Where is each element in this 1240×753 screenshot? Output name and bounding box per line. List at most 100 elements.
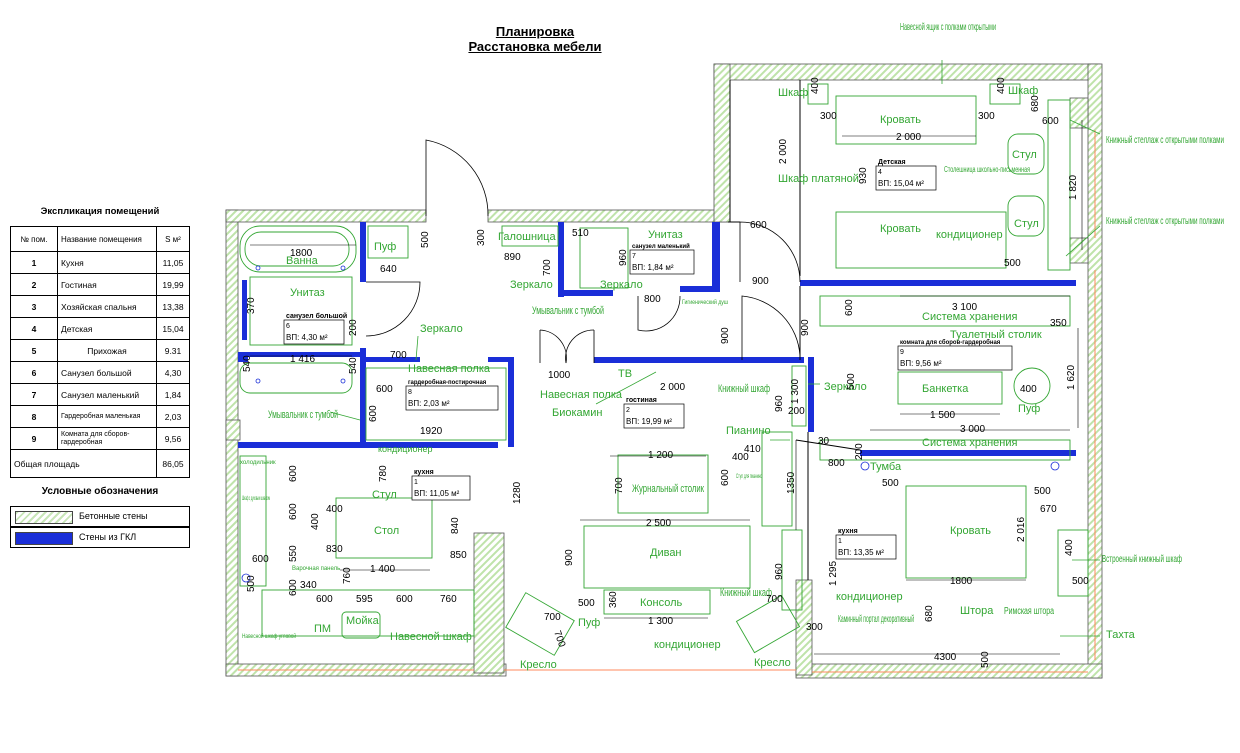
dim: 900 [752, 276, 769, 287]
dim: 700 [544, 612, 561, 623]
gkl-small-bath-bottom-r [680, 286, 720, 292]
dim: 4300 [934, 652, 957, 663]
dim: 360 [608, 591, 619, 608]
dim: 2 016 [1016, 517, 1027, 542]
dim: 840 [450, 517, 461, 534]
dim: 500 [1004, 258, 1021, 269]
stamp-kids-name: Детская [878, 159, 906, 166]
label-bed-master: Кровать [950, 525, 991, 537]
gkl-swatch [15, 532, 73, 545]
dim: 960 [774, 563, 785, 580]
dim: 200 [348, 319, 359, 336]
dim: 850 [450, 550, 467, 561]
bed-kids-top [835, 95, 977, 145]
legend-item-gkl: Стены из ГКЛ [10, 527, 190, 548]
bed-kids-bottom [835, 211, 1007, 269]
label-book-wardrobe: Книжный шкаф [718, 383, 770, 395]
dim: 1000 [548, 370, 571, 381]
bath-counter [249, 276, 353, 346]
small-bath-fixtures [579, 227, 629, 289]
label-console: Консоль [640, 597, 683, 609]
label-sink-small: Умывальник с тумбой [532, 305, 604, 317]
label-tv: ТВ [618, 368, 632, 380]
label-aircon-living: кондиционер [654, 639, 721, 651]
wardrobe-shelves [365, 367, 507, 441]
gkl-living-top [594, 357, 804, 363]
stamp-wardrobe-num: 8 [408, 389, 412, 396]
gkl-small-bath-bottom [558, 290, 613, 296]
dressing-door [741, 295, 801, 360]
stamp-kids-vp: ВП: 15,04 м² [878, 179, 924, 188]
label-mirror-small-bath: Зеркало [510, 279, 553, 291]
dim: 340 [300, 580, 317, 591]
dimension-lines [250, 120, 1083, 655]
label-banquette: Банкетка [922, 383, 969, 395]
armchair-right [735, 594, 801, 654]
label-piano: Пианино [726, 425, 771, 437]
dim: 700 [542, 259, 553, 276]
dim: 900 [564, 549, 575, 566]
stamp-wardrobe-vp: ВП: 2,03 м² [408, 399, 450, 408]
dim: 500 [578, 598, 595, 609]
dim: 1 500 [930, 410, 955, 421]
total-label: Общая площадь [10, 449, 157, 478]
dim: 670 [1040, 504, 1057, 515]
label-wardrobe-r: Шкаф [1008, 85, 1038, 97]
dim: 1 300 [790, 379, 801, 404]
kids-door [739, 221, 801, 283]
dim: 510 [572, 228, 589, 239]
furniture [239, 83, 1089, 656]
legend-label: Стены из ГКЛ [79, 532, 137, 542]
dim: 2 000 [896, 132, 921, 143]
stamp-master-num: 1 [838, 538, 842, 545]
dim: 680 [924, 605, 935, 622]
stamp-dressing-num: 9 [900, 349, 904, 356]
dim: 400 [996, 77, 1007, 94]
legend-title: Условные обозначения [41, 486, 159, 497]
stamp-bath-big-num: 6 [286, 323, 290, 330]
dim: 1 295 [828, 561, 839, 586]
dim: 540 [348, 357, 359, 374]
label-pouf-dressing: Пуф [1018, 403, 1040, 415]
label-wardrobe-l: Шкаф [778, 87, 808, 99]
dimension-texts: 2 000 300 300 600 400 400 680 2 000 930 … [242, 77, 1089, 668]
label-curtain: Штора [960, 605, 994, 617]
row-name: Комната для сборов-гардеробная [57, 427, 157, 450]
label-fridge: ПМ [314, 623, 331, 635]
dim: 1280 [512, 481, 523, 504]
banquette [897, 371, 1003, 405]
dim: 500 [420, 231, 431, 248]
row-area: 19,99 [156, 273, 190, 296]
dim: 2 000 [660, 382, 685, 393]
label-hygienic-shower: Гигиенический душ [682, 299, 728, 306]
label-desk: Столешница школьно-письменная [944, 165, 1030, 174]
row-area: 2,03 [156, 405, 190, 428]
wall-top-middle [487, 209, 729, 223]
label-tahta: Тахта [1106, 629, 1136, 641]
kitchen-counter [261, 589, 475, 637]
label-oven-cabinet: Шкаф с духовым шкафом [242, 496, 270, 502]
label-toilet-big: Унитаз [290, 287, 325, 299]
dim: 960 [774, 395, 785, 412]
dim: 700 [390, 350, 407, 361]
gkl-bath-right-upper [360, 222, 366, 282]
wardrobe-kids-l [807, 83, 829, 105]
dim: 600 [288, 579, 299, 596]
label-aircon-kitchen: кондиционер [378, 444, 432, 454]
dim: 800 [644, 294, 661, 305]
stamp-master-name: кухня [838, 528, 858, 535]
dim: 600 [396, 594, 413, 605]
dim: 600 [252, 554, 269, 565]
label-pouf-hall: Пуф [374, 241, 396, 253]
dim: 1 300 [648, 616, 673, 627]
dim: 600 [316, 594, 333, 605]
label-mirror-dressing: Зеркало [824, 381, 867, 393]
stamp-living-vp: ВП: 19,99 м² [626, 417, 672, 426]
dim: 1 200 [648, 450, 673, 461]
label-toilet-table: Туалетный столик [950, 329, 1042, 341]
gkl-kitchen-top [238, 442, 498, 448]
dim: 760 [440, 594, 457, 605]
concrete-swatch [15, 511, 73, 524]
dim: 350 [1050, 318, 1067, 329]
chair-kids-1 [1007, 133, 1045, 175]
